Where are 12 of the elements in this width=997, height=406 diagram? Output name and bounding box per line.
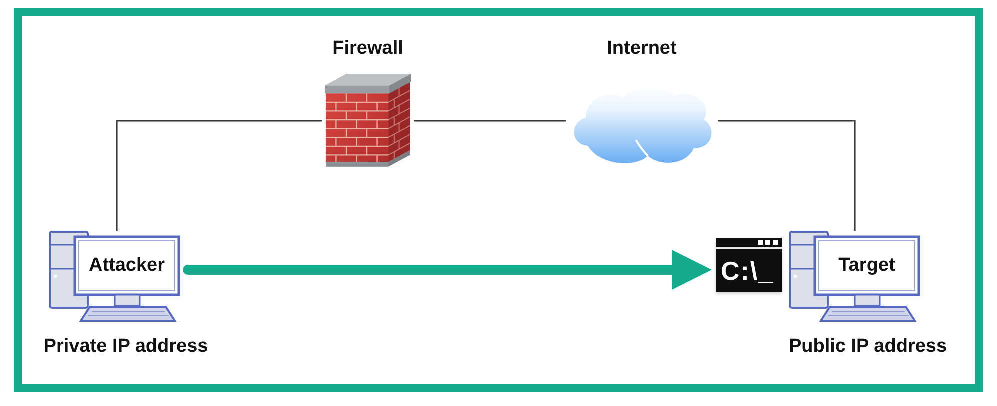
node-label: Attacker xyxy=(88,255,166,277)
connector-line xyxy=(414,120,566,122)
node-caption: Public IP address xyxy=(788,336,948,358)
node-label: Target xyxy=(838,255,896,277)
connector-line xyxy=(718,120,856,231)
arrow xyxy=(183,250,712,290)
node-label: Firewall xyxy=(332,38,404,60)
prompt-text: C:\_ xyxy=(721,256,774,284)
connector-line xyxy=(116,120,322,231)
terminal-window xyxy=(716,238,782,292)
node-label: Internet xyxy=(607,38,677,60)
node-caption: Private IP address xyxy=(44,336,208,358)
